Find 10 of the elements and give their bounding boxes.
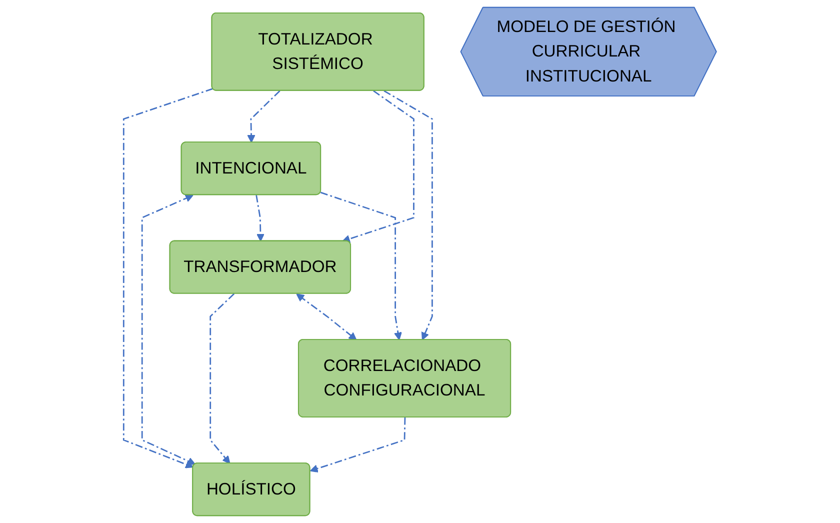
arrow: [320, 192, 402, 340]
arrow: [247, 90, 280, 143]
arrow: [342, 90, 414, 243]
arrow: [210, 293, 235, 464]
arrow: [296, 294, 357, 340]
arrow: [141, 194, 196, 465]
arrow: [122, 88, 214, 468]
arrow: [256, 194, 265, 242]
arrow: [310, 417, 406, 473]
arrow: [384, 90, 433, 340]
